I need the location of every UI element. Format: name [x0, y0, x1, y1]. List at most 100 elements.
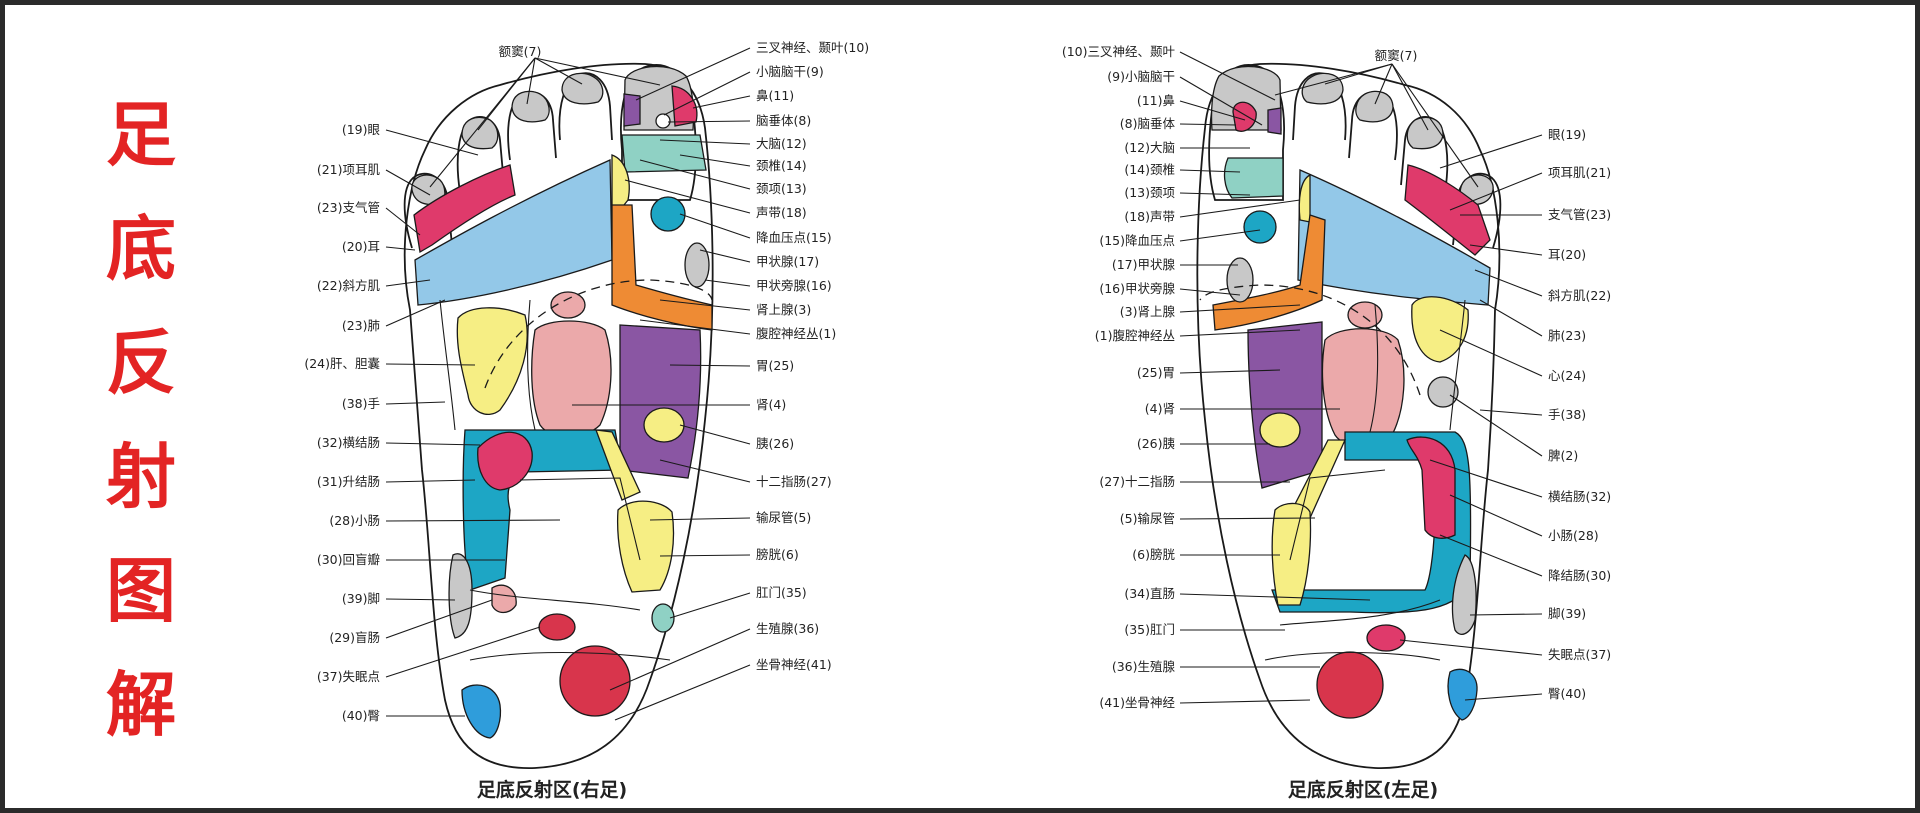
leader-line — [679, 213, 751, 239]
right-zone-line — [469, 651, 671, 661]
right-zone-line — [526, 299, 536, 431]
left-buttock — [1447, 668, 1478, 721]
leader-line — [699, 249, 751, 263]
left-transverse-colon-zone — [1406, 436, 1456, 539]
right-stomach-zone — [619, 324, 702, 479]
right-cecum — [491, 584, 517, 614]
zone-label: (5)输尿管 — [1120, 511, 1175, 526]
zone-label: (26)胰 — [1137, 436, 1175, 451]
leader-line — [639, 319, 751, 335]
leader-line — [1179, 229, 1261, 242]
leader-line — [1179, 593, 1371, 601]
zone-label: (31)升结肠 — [317, 474, 380, 489]
zone-label: 声带(18) — [756, 205, 807, 220]
zone-label: 耳(20) — [1548, 247, 1586, 262]
leader-line — [1179, 100, 1246, 121]
zone-label: 脑垂体(8) — [756, 113, 811, 128]
leader-line — [385, 299, 446, 327]
right-zone-line — [519, 477, 641, 561]
zone-label: (4)肾 — [1145, 401, 1175, 416]
right-adrenal — [550, 291, 586, 319]
zone-label: (23)肺 — [342, 318, 380, 333]
left-sinus-label: 额窦(7) — [1375, 48, 1418, 63]
leader-line — [635, 47, 751, 101]
zone-label: 斜方肌(22) — [1548, 288, 1611, 303]
left-temporal-zone — [1267, 107, 1282, 135]
left-foot-caption: 足底反射区(左足) — [1288, 778, 1438, 801]
right-foot — [403, 62, 714, 769]
leader-line — [1449, 494, 1543, 537]
left-zone-line — [1369, 304, 1379, 433]
leader-line — [1449, 394, 1543, 457]
zone-label: 坐骨神经(41) — [756, 657, 832, 672]
right-foot-caption: 足底反射区(右足) — [477, 778, 627, 801]
right-foot-point — [448, 553, 473, 639]
leader-line — [385, 599, 493, 639]
zone-label: 胃(25) — [756, 358, 794, 373]
leader-line — [385, 598, 456, 601]
zone-label: (16)甲状旁腺 — [1099, 281, 1175, 296]
right-insomnia-point — [538, 613, 576, 641]
zone-label: 胰(26) — [756, 436, 794, 451]
left-foot-left-labels: (10)三叉神经、颞叶(9)小脑脑干(11)鼻(8)脑垂体(12)大脑(14)颈… — [1062, 44, 1371, 710]
zone-label: (30)回盲瓣 — [317, 552, 381, 567]
right-foot-right-labels: 三叉神经、颞叶(10)小脑脑干(9)鼻(11)脑垂体(8)大脑(12)颈椎(14… — [572, 40, 869, 721]
right-transverse-colon-zone — [477, 431, 533, 491]
leader-line — [1179, 123, 1237, 126]
right-pituitary-dot — [655, 113, 671, 129]
leader-line — [385, 479, 476, 483]
zone-label: (37)失眠点 — [317, 669, 380, 684]
title-char: 图 — [106, 549, 176, 632]
leader-line — [609, 628, 751, 691]
zone-label: (3)肾上腺 — [1120, 304, 1176, 319]
right-gonad — [559, 645, 631, 717]
leader-line — [704, 279, 751, 287]
zone-label: (13)颈项 — [1124, 185, 1175, 200]
right-ureter — [595, 429, 641, 501]
leader-line — [1439, 134, 1543, 169]
leader-line — [679, 424, 751, 445]
zone-label: (11)鼻 — [1137, 93, 1175, 108]
leader-line — [1179, 76, 1263, 126]
zone-label: 失眠点(37) — [1548, 647, 1611, 662]
zone-label: 甲状旁腺(16) — [756, 278, 832, 293]
zone-label: (12)大脑 — [1124, 140, 1175, 155]
leader-line — [1179, 192, 1251, 196]
zone-label: (17)甲状腺 — [1112, 257, 1176, 272]
zone-label: 颈项(13) — [756, 181, 807, 196]
right-zone-line — [469, 589, 641, 611]
right-cervical-zone — [621, 134, 707, 173]
right-kidney — [531, 320, 612, 438]
right-pancreas — [643, 407, 685, 443]
leader-line — [667, 120, 751, 123]
leader-line — [1179, 169, 1241, 173]
leader-line — [385, 519, 561, 522]
zone-label: 肛门(35) — [756, 585, 807, 600]
leader-line — [1179, 329, 1301, 337]
zone-label: 横结肠(32) — [1548, 489, 1611, 504]
zone-label: 肾(4) — [756, 397, 786, 412]
right-sinus-zone — [461, 116, 499, 150]
zone-label: 心(24) — [1548, 368, 1586, 383]
zone-label: 支气管(23) — [1548, 207, 1611, 222]
left-sinus-zone — [1301, 72, 1344, 105]
zone-label: (6)膀胱 — [1132, 547, 1175, 562]
zone-label: (21)项耳肌 — [317, 162, 381, 177]
right-temporal-zone — [623, 93, 641, 127]
zone-label: (32)横结肠 — [317, 435, 380, 450]
right-buttock — [461, 684, 502, 739]
leader-line — [1179, 304, 1301, 313]
right-foot-outline — [403, 62, 714, 769]
leader-line — [614, 664, 751, 721]
right-sinus-label: 额窦(7) — [499, 44, 542, 59]
zone-label: (28)小肠 — [329, 513, 380, 528]
zone-label: 膀胱(6) — [756, 547, 799, 562]
leader-line — [385, 207, 421, 236]
left-parathyroid — [1226, 257, 1254, 303]
zone-label: 脚(39) — [1548, 606, 1586, 621]
left-gonad — [1316, 651, 1384, 719]
zone-label: 大脑(12) — [756, 136, 807, 151]
leader-line — [663, 71, 751, 116]
left-sinus-zone — [1406, 116, 1444, 150]
